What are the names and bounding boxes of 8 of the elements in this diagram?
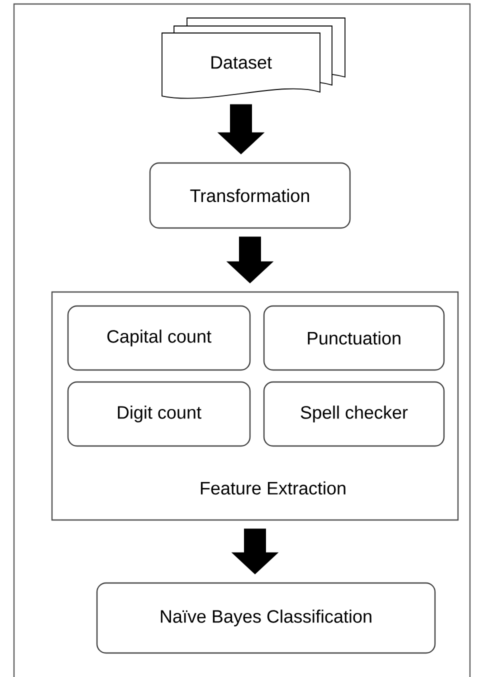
process-box: Capital count [67,305,251,371]
process-box: Spell checker [263,381,445,447]
group-label: Feature Extraction [200,481,346,495]
document-stack: Dataset [162,18,346,99]
process-box: Naïve Bayes Classification [96,582,436,654]
process-box: Transformation [149,162,351,229]
process-box: Digit count [67,381,251,447]
process-box: Punctuation [263,305,445,371]
